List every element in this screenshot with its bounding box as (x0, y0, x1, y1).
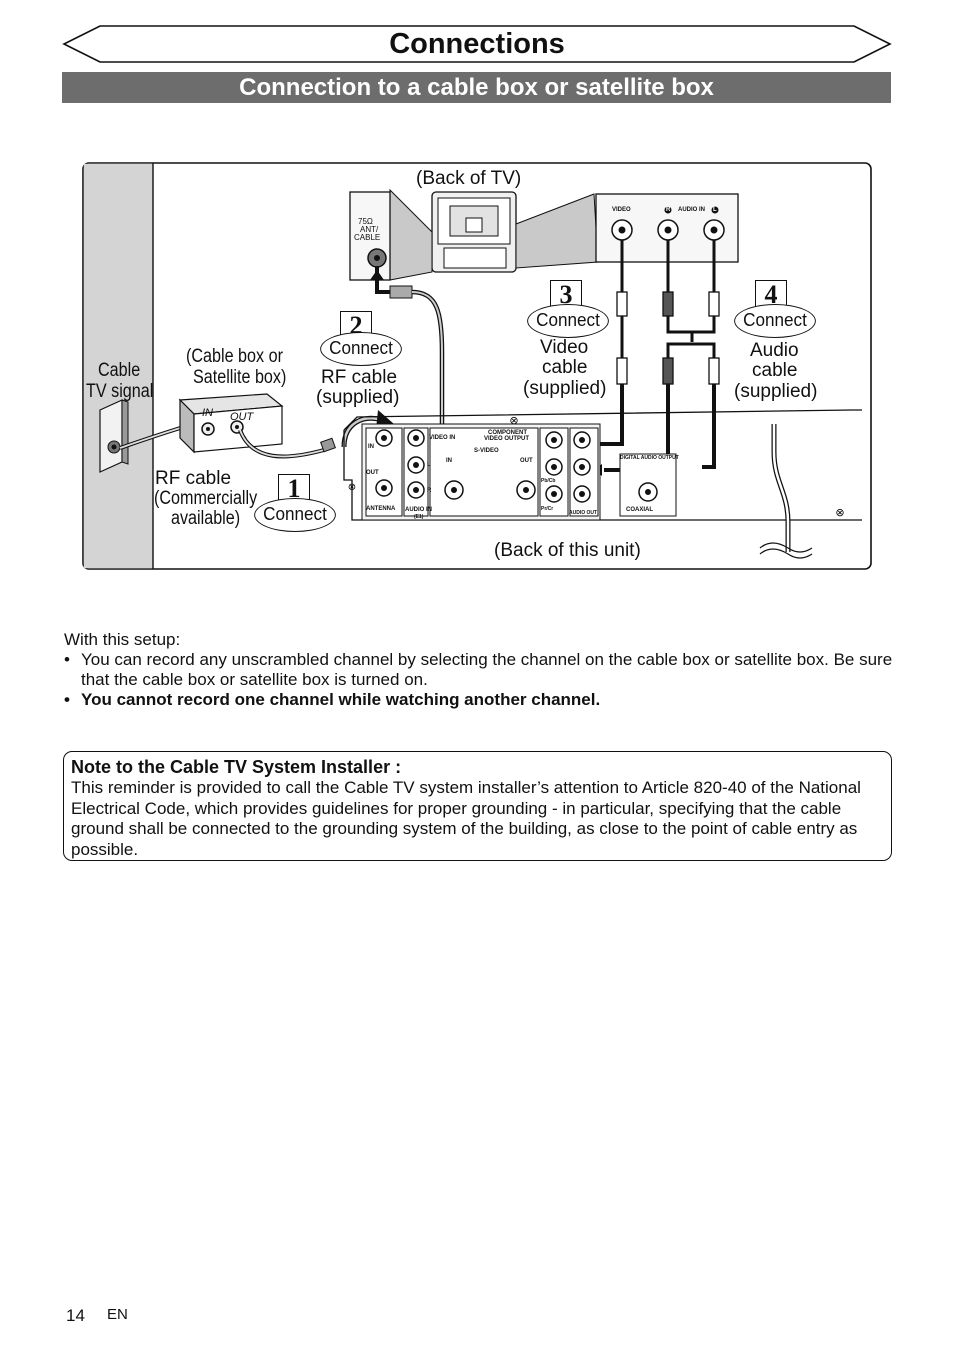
video-cable-label-line1: Video (540, 337, 589, 358)
title-banner-shape (62, 25, 892, 63)
tv-jack-label-line1: 75Ω (358, 217, 373, 226)
diagram-artwork: ⊗ ⊗ ⊗ (82, 162, 872, 570)
unit-coaxial-label: COAXIAL (626, 507, 653, 513)
unit-pr-cr-label: Pr/Cr (541, 506, 554, 512)
unit-out-label: OUT (366, 470, 379, 476)
unit-audio-out-label: AUDIO OUT (569, 510, 598, 516)
section-title: Connection to a cable box or satellite b… (62, 72, 891, 103)
unit-audio-in-sub-label: (E1) (414, 514, 424, 520)
tv-l-label: L (713, 207, 717, 213)
setup-bullet-list: You can record any unscrambled channel b… (64, 650, 894, 710)
cable-tv-signal-label-line2: TV signal (86, 381, 154, 402)
installer-note-box: Note to the Cable TV System Installer : … (63, 751, 892, 861)
unit-pb-cb-label: Pb/Cb (541, 478, 556, 484)
cable-box-in-label: IN (202, 407, 213, 419)
tv-back-icon (431, 191, 517, 273)
cable-box-label-line1: (Cable box or (186, 346, 283, 367)
unit-back-panel: ⊗ ⊗ ⊗ (343, 409, 862, 559)
svg-text:⊗: ⊗ (509, 414, 518, 427)
audio-cable-label-line2: cable (752, 360, 798, 381)
language-code: EN (107, 1306, 128, 1323)
unit-in-label: IN (368, 444, 374, 450)
setup-bullet: You can record any unscrambled channel b… (64, 650, 894, 690)
tv-r-label: R (666, 207, 671, 213)
unit-s-video-in-label: IN (446, 458, 452, 464)
unit-r-label: R (427, 488, 432, 494)
video-cable-label-line3: (supplied) (523, 378, 607, 399)
page-number: 14 (66, 1306, 85, 1325)
installer-note-heading: Note to the Cable TV System Installer : (71, 757, 402, 777)
page-title: Connections (389, 28, 565, 60)
tv-jack-label-line3: CABLE (354, 233, 381, 242)
setup-bullet-warning: You cannot record one channel while watc… (64, 690, 894, 710)
cable-box-out-label: OUT (230, 411, 254, 423)
tv-audio-in-label: AUDIO IN (678, 207, 705, 213)
rf-cable-commercial-label-line1: RF cable (155, 468, 232, 489)
unit-s-video-label: S-VIDEO (474, 448, 499, 454)
audio-cable-label-line1: Audio (750, 340, 799, 361)
unit-digital-audio-output-label: DIGITAL AUDIO OUTPUT (620, 455, 679, 461)
wall-outlet-icon (99, 399, 129, 473)
rf-cable-supplied-label-line2: (supplied) (316, 387, 400, 408)
tv-antenna-jack-icon (349, 191, 391, 281)
title-banner: Connections (62, 22, 892, 66)
setup-intro: With this setup: (64, 630, 181, 649)
svg-text:⊗: ⊗ (348, 482, 356, 493)
unit-audio-in-label: AUDIO IN (405, 507, 432, 513)
unit-s-video-out-label: OUT (520, 458, 533, 464)
svg-text:⊗: ⊗ (835, 506, 844, 519)
unit-component-label: COMPONENT (488, 430, 527, 436)
step-1-connect: Connect (254, 498, 336, 532)
video-cable-label-line2: cable (542, 357, 588, 378)
connection-diagram: ⊗ ⊗ ⊗ (Back of TV) (Back of this unit) C… (82, 162, 872, 570)
step-2-connect: Connect (320, 332, 402, 366)
installer-note-body: This reminder is provided to call the Ca… (71, 778, 861, 859)
unit-video-in-label: VIDEO IN (429, 435, 456, 441)
back-of-tv-label: (Back of TV) (416, 168, 522, 189)
unit-video-output-label: VIDEO OUTPUT (484, 436, 530, 442)
rf-cable-commercial-label-line2: (Commercially (154, 488, 258, 509)
setup-notes: With this setup: You can record any unsc… (64, 630, 894, 710)
cable-box-label-line2: Satellite box) (193, 367, 287, 388)
rf-cable-supplied-label-line1: RF cable (321, 367, 398, 388)
unit-l-label: L (427, 462, 431, 468)
step-3-connect: Connect (527, 304, 609, 338)
back-of-unit-label: (Back of this unit) (494, 540, 641, 561)
tv-video-label: VIDEO (612, 207, 631, 213)
rf-cable-commercial-label-line3: available) (171, 508, 241, 529)
unit-antenna-label: ANTENNA (366, 506, 396, 512)
tv-jack-label-line2: ANT/ (360, 225, 379, 234)
audio-cable-label-line3: (supplied) (734, 381, 818, 402)
step-4-connect: Connect (734, 304, 816, 338)
cable-tv-signal-label-line1: Cable (98, 360, 141, 381)
